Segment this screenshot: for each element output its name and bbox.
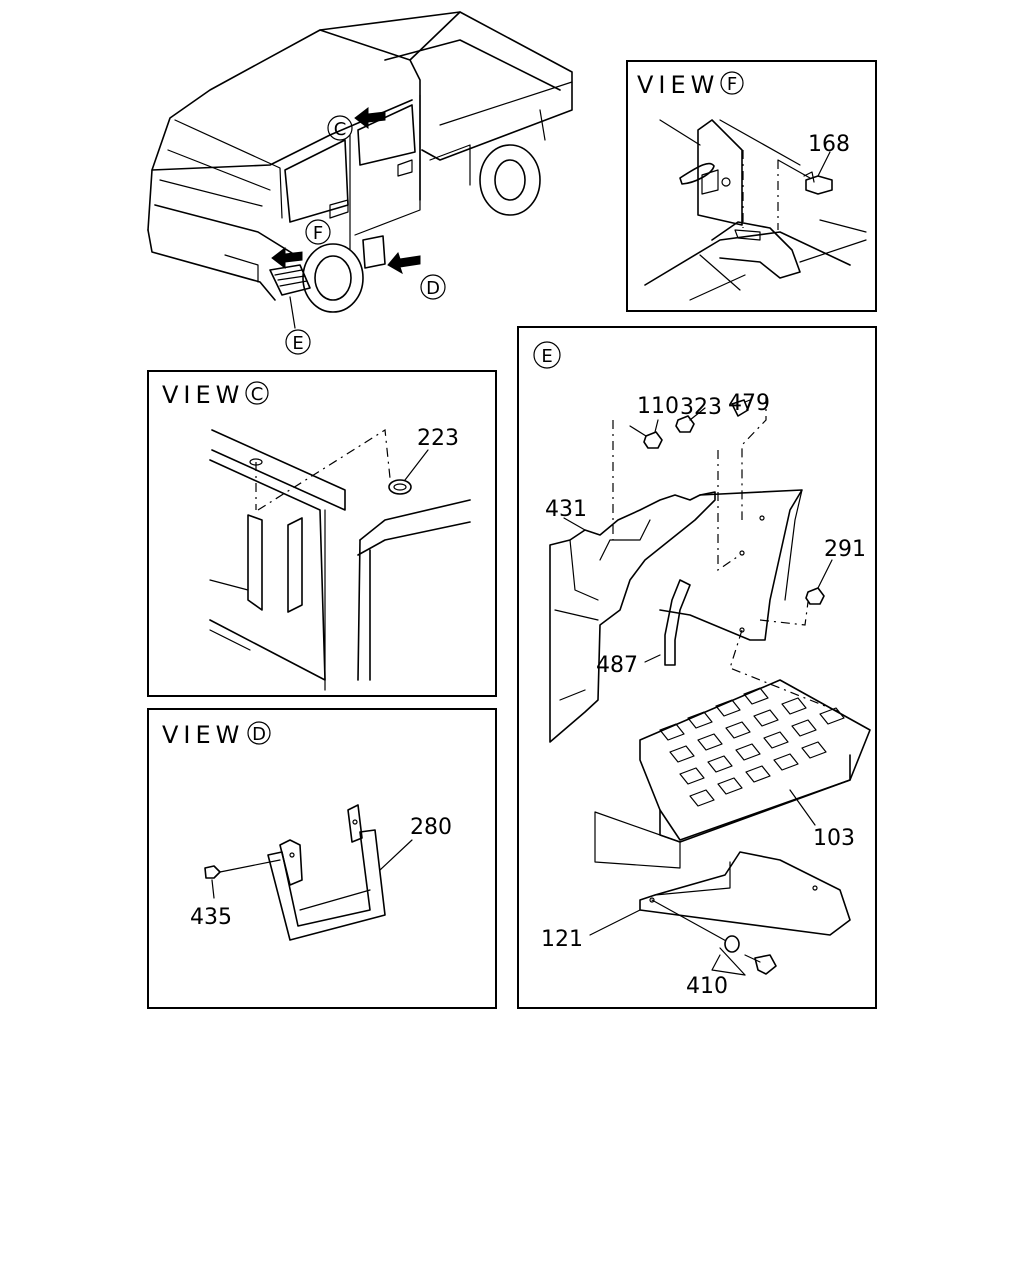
label-168: 168 xyxy=(808,132,850,157)
step-slots xyxy=(659,687,845,807)
label-479: 479 xyxy=(728,391,770,416)
view-d-title: VIEW xyxy=(162,721,244,749)
callout-f: F xyxy=(313,223,323,244)
view-d-letter: D xyxy=(252,724,266,745)
view-f-panel: VIEW F 168 xyxy=(626,60,877,312)
label-280: 280 xyxy=(410,815,452,840)
view-f-title: VIEW xyxy=(637,71,719,99)
view-c-title: VIEW xyxy=(162,381,244,409)
callout-c: C xyxy=(334,119,347,140)
callout-e: E xyxy=(292,333,303,354)
label-121: 121 xyxy=(541,927,583,952)
view-e-panel: E 431 487 110 323 479 xyxy=(517,326,877,1009)
label-431: 431 xyxy=(545,497,587,522)
label-487: 487 xyxy=(596,653,638,678)
view-d-panel: VIEW D 280 435 xyxy=(147,708,497,1009)
view-f-letter: F xyxy=(727,74,737,95)
view-e-letter: E xyxy=(541,346,552,367)
truck-overview: C F D E xyxy=(147,11,573,355)
label-410: 410 xyxy=(686,974,728,999)
label-103: 103 xyxy=(813,826,855,851)
label-291: 291 xyxy=(824,537,866,562)
label-110: 110 xyxy=(637,394,679,419)
label-223: 223 xyxy=(417,426,459,451)
view-c-panel: VIEW C 223 xyxy=(147,370,497,697)
callout-d: D xyxy=(426,278,440,299)
view-c-letter: C xyxy=(251,384,264,405)
label-435: 435 xyxy=(190,905,232,930)
label-323: 323 xyxy=(680,395,722,420)
